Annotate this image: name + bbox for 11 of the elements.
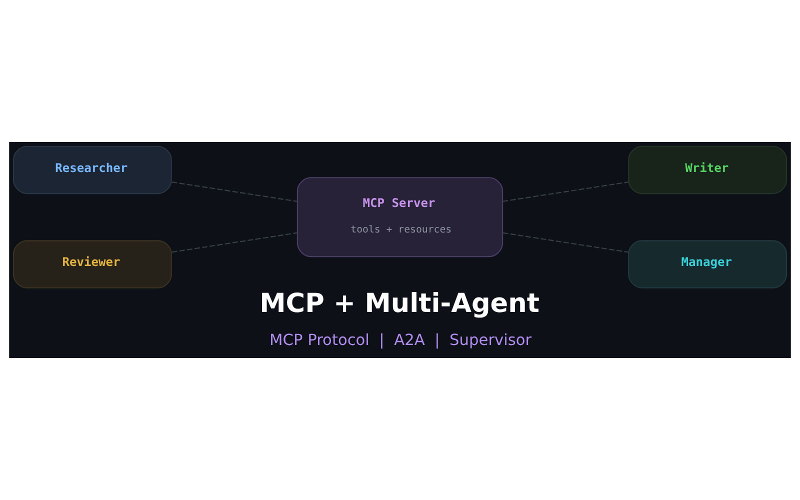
- node-box: Researcher: [12, 146, 172, 194]
- node-box: Writer: [628, 146, 788, 194]
- node-box: MCP Server tools + resources: [296, 177, 504, 258]
- caption: MCP Protocol | A2A | Supervisor: [270, 331, 532, 350]
- connector: [172, 232, 298, 253]
- connector: [502, 181, 628, 202]
- connector: [502, 232, 628, 253]
- node-box: Manager: [628, 240, 788, 288]
- node-box: Reviewer: [12, 240, 172, 288]
- diagram-title: MCP + Multi-Agent: [260, 289, 540, 320]
- connector: [172, 182, 298, 202]
